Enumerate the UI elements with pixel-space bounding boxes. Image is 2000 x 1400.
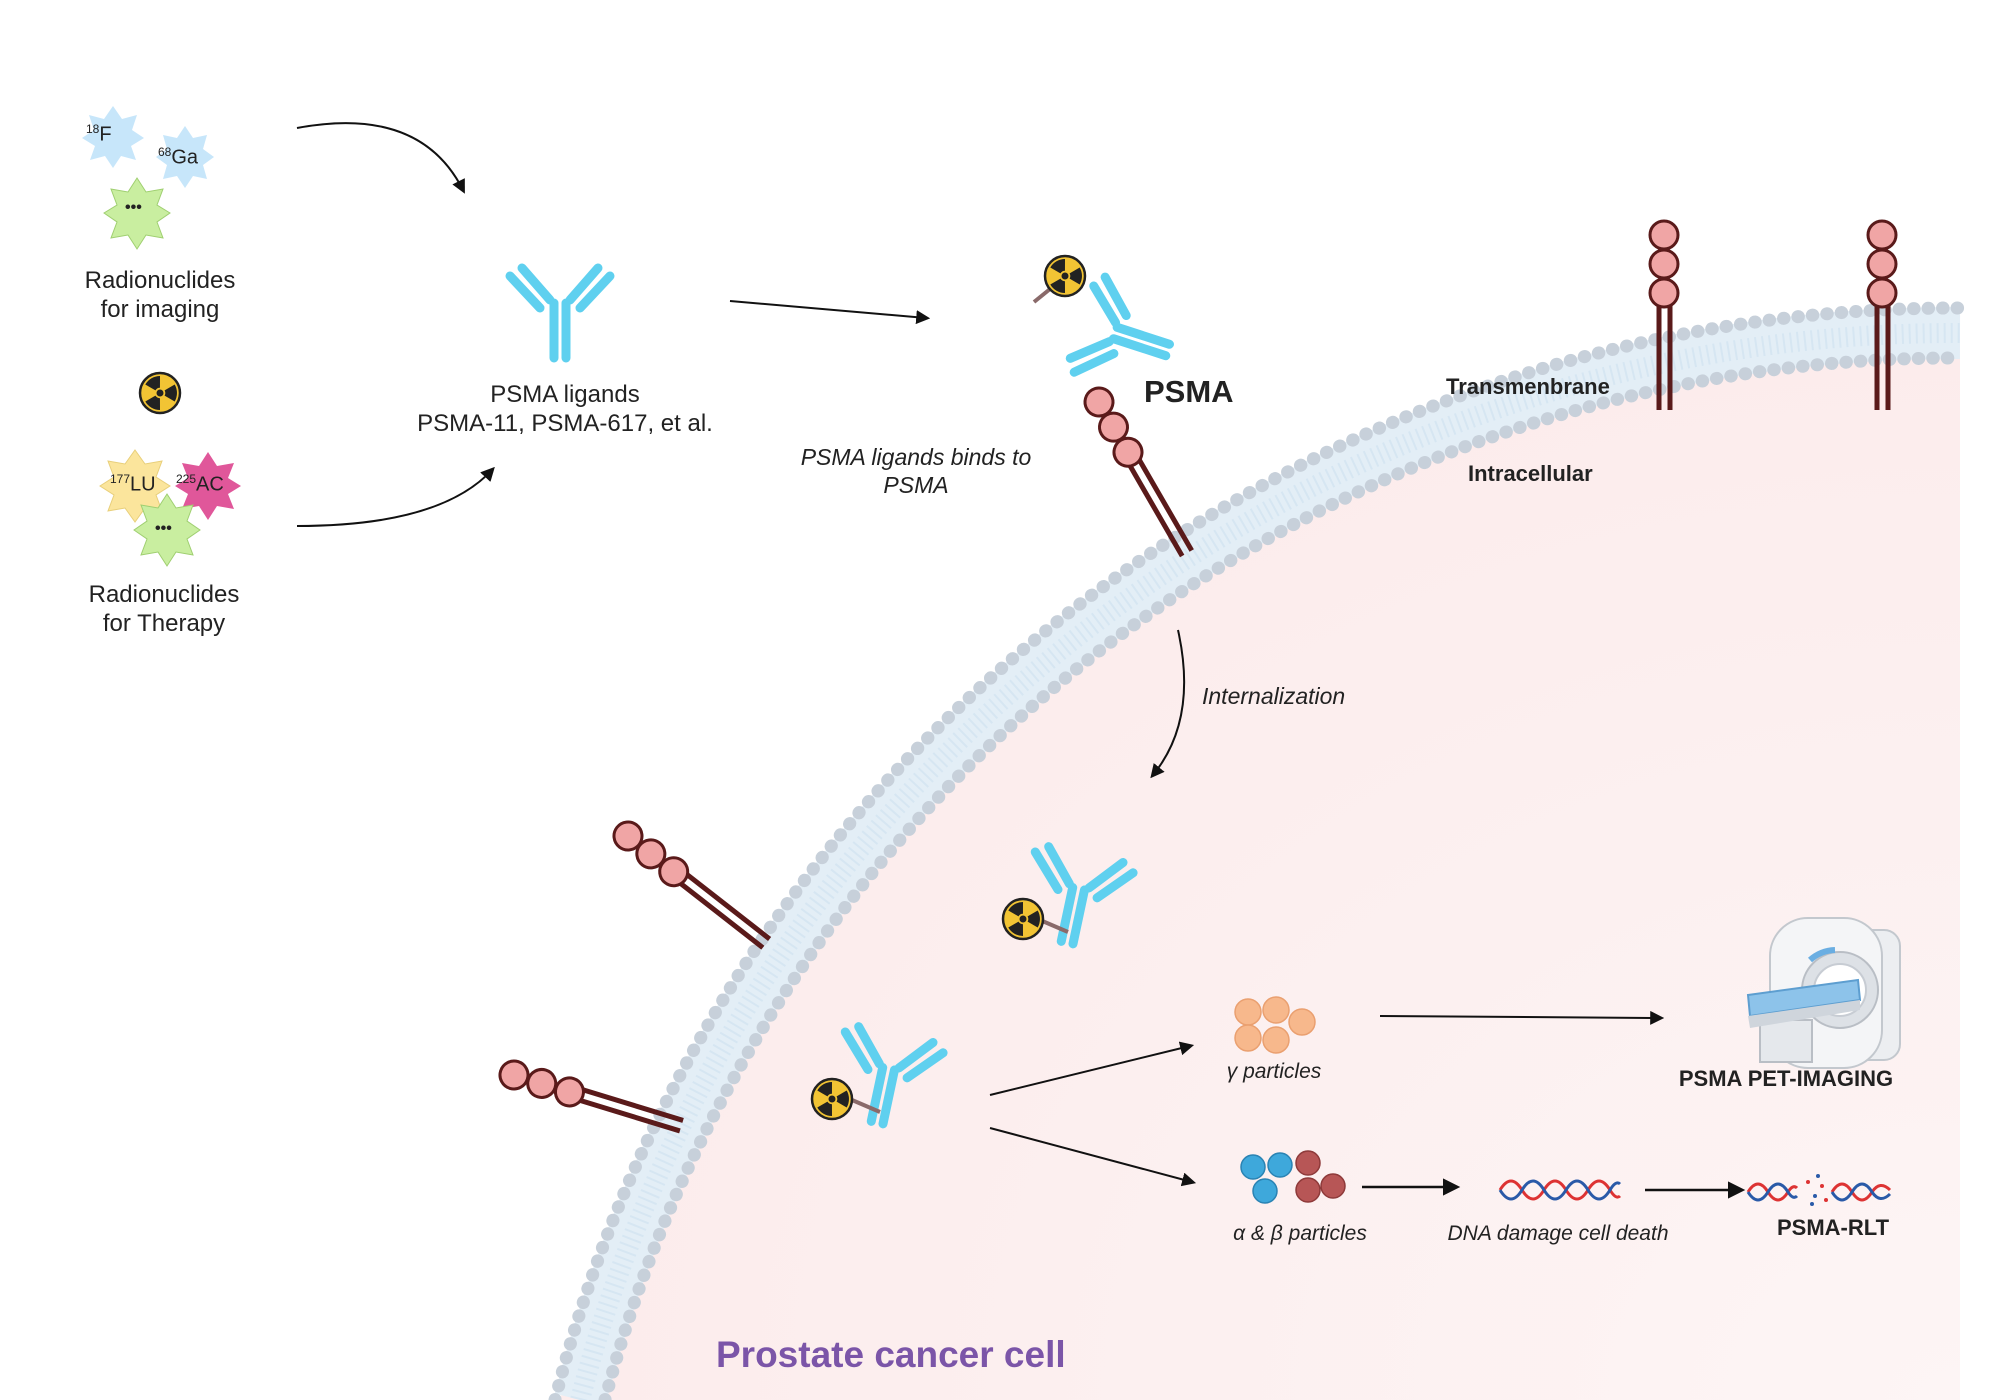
isotope-f18-label: 18F	[86, 122, 112, 146]
arrow-to-alpha-beta	[989, 1127, 1197, 1187]
internalized-radiation-1-icon	[1001, 897, 1045, 941]
cell-label: Prostate cancer cell	[716, 1334, 1066, 1375]
imaging-more-label: •••	[125, 199, 142, 216]
arrow-to-gamma	[989, 1041, 1195, 1096]
isotope-lu177-star	[99, 449, 171, 523]
alpha-beta-particles-icon	[1240, 1150, 1346, 1204]
bound-radiation-icon	[1043, 254, 1087, 298]
broken-dna-icon	[1746, 1174, 1892, 1206]
receptor-left-1-icon	[608, 816, 774, 954]
transmembrane-label: Transmenbrane	[1446, 374, 1610, 399]
cell-body	[560, 314, 1960, 1400]
therapy-caption: Radionuclides for Therapy	[88, 581, 240, 637]
dna-damage-label: DNA damage cell death	[1447, 1222, 1669, 1245]
internalized-radiation-2-icon	[810, 1077, 854, 1121]
psma-ligand-antibody-icon	[510, 268, 610, 358]
arrow-imaging-to-ligand	[296, 122, 465, 194]
internalization-label: Internalization	[1202, 683, 1346, 709]
imaging-other-star	[103, 177, 171, 250]
arrow-gamma-to-pet	[1379, 1010, 1665, 1025]
psma-rlt-label: PSMA-RLT	[1776, 1215, 1890, 1240]
isotope-ac225-star	[175, 452, 241, 520]
isotope-f18-star	[82, 106, 144, 168]
isotope-lu177-label: 177LU	[110, 472, 156, 496]
alpha-beta-label: α & β particles	[1233, 1222, 1367, 1245]
radiation-icon	[138, 371, 182, 415]
isotope-ga68-label: 68Ga	[158, 145, 199, 169]
binding-caption: PSMA ligands binds to PSMA	[800, 444, 1032, 498]
therapy-more-label: •••	[155, 520, 172, 537]
gamma-label: γ particles	[1226, 1060, 1322, 1083]
gamma-particles-icon	[1234, 996, 1316, 1054]
imaging-caption: Radionuclides for imaging	[84, 267, 236, 323]
dna-helix-icon	[1498, 1179, 1622, 1201]
therapy-other-star	[133, 493, 201, 567]
isotope-ac225-label: 225AC	[176, 472, 224, 496]
arrow-ligand-to-binding	[729, 300, 931, 325]
psma-label: PSMA	[1144, 374, 1234, 409]
pet-scanner-icon	[1746, 917, 1901, 1069]
arrow-therapy-to-ligand	[296, 466, 495, 527]
isotope-ga68-star	[156, 126, 214, 188]
pet-imaging-label: PSMA PET-IMAGING	[1678, 1066, 1894, 1091]
ligand-caption: PSMA ligands PSMA-11, PSMA-617, et al.	[417, 381, 713, 437]
intracellular-label: Intracellular	[1468, 461, 1593, 486]
arrow-internalization	[1150, 629, 1186, 779]
